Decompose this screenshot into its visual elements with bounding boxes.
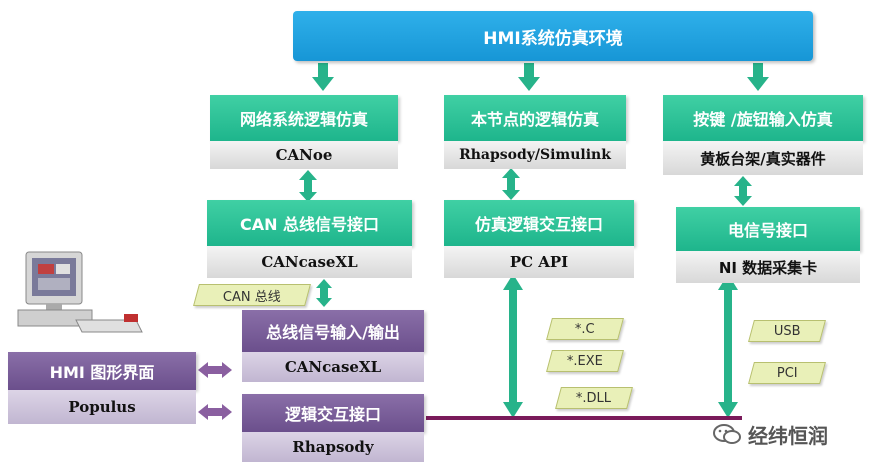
logic-bus-line	[426, 416, 742, 420]
hmi-gui-sub: Populus	[8, 390, 196, 424]
network-sim-sub: CANoe	[210, 141, 398, 169]
wechat-icon	[713, 424, 741, 444]
bus-io-cancasexl-label: CANcaseXL	[284, 358, 382, 376]
can-bus-tag-label: CAN 总线	[223, 289, 281, 305]
signal-interface-box: 电信号接口	[676, 207, 860, 251]
sim-interface-box: 仿真逻辑交互接口	[444, 200, 634, 246]
can-interface-box: CAN 总线信号接口	[207, 200, 412, 246]
usb-tag-label: USB	[773, 323, 801, 339]
button-sim-sub: 黄板台架/真实器件	[663, 141, 863, 175]
hmi-sim-env-label: HMI系统仿真环境	[483, 28, 623, 49]
rhapsody-simulink-label: Rhapsody/Simulink	[459, 147, 611, 163]
double-arrows	[299, 168, 752, 418]
can-interface-title: CAN 总线信号接口	[239, 215, 380, 234]
network-sim-box: 网络系统逻辑仿真	[210, 95, 398, 141]
sim-interface-title: 仿真逻辑交互接口	[474, 215, 603, 234]
top-down-arrows	[312, 63, 769, 91]
exe-file-tag: *.EXE	[546, 350, 624, 372]
node-sim-sub: Rhapsody/Simulink	[444, 141, 626, 169]
canoe-label: CANoe	[275, 146, 333, 164]
hmi-sim-env-bar: HMI系统仿真环境	[293, 11, 813, 61]
pci-tag: PCI	[748, 362, 826, 384]
computer-icon	[17, 251, 143, 333]
signal-interface-sub: NI 数据采集卡	[676, 251, 860, 283]
pci-tag-label: PCI	[776, 365, 798, 381]
yellow-board-label: 黄板台架/真实器件	[700, 149, 826, 168]
button-sim-title: 按键 /旋钮输入仿真	[693, 110, 833, 129]
usb-tag: USB	[748, 320, 826, 342]
pc-api-label: PC API	[509, 253, 569, 271]
hmi-gui-title: HMI 图形界面	[49, 363, 155, 382]
watermark: 经纬恒润	[712, 414, 862, 454]
ni-daq-label: NI 数据采集卡	[718, 258, 818, 277]
c-file-tag: *.C	[546, 318, 624, 340]
exe-file-tag-label: *.EXE	[567, 353, 603, 369]
bus-io-title: 总线信号输入/输出	[266, 323, 400, 342]
bus-io-box: 总线信号输入/输出	[242, 310, 424, 352]
hmi-gui-box: HMI 图形界面	[8, 352, 196, 390]
network-sim-title: 网络系统逻辑仿真	[239, 110, 368, 129]
button-sim-box: 按键 /旋钮输入仿真	[663, 95, 863, 141]
rhapsody-label: Rhapsody	[292, 438, 374, 456]
bus-io-sub: CANcaseXL	[242, 352, 424, 382]
logic-interface-box: 逻辑交互接口	[242, 394, 424, 432]
can-interface-sub: CANcaseXL	[207, 246, 412, 278]
dll-file-tag-label: *.DLL	[576, 390, 612, 406]
logic-interface-title: 逻辑交互接口	[284, 405, 381, 424]
can-bus-tag: CAN 总线	[193, 284, 311, 306]
c-file-tag-label: *.C	[575, 321, 595, 337]
signal-interface-title: 电信号接口	[727, 221, 808, 240]
cancasexl-label: CANcaseXL	[261, 253, 358, 271]
dll-file-tag: *.DLL	[555, 387, 633, 409]
node-sim-box: 本节点的逻辑仿真	[444, 95, 626, 141]
hmi-arrows	[198, 362, 232, 420]
node-sim-title: 本节点的逻辑仿真	[470, 110, 599, 129]
populus-label: Populus	[68, 398, 136, 416]
watermark-text: 经纬恒润	[748, 423, 828, 448]
sim-interface-sub: PC API	[444, 246, 634, 278]
logic-interface-sub: Rhapsody	[242, 432, 424, 462]
